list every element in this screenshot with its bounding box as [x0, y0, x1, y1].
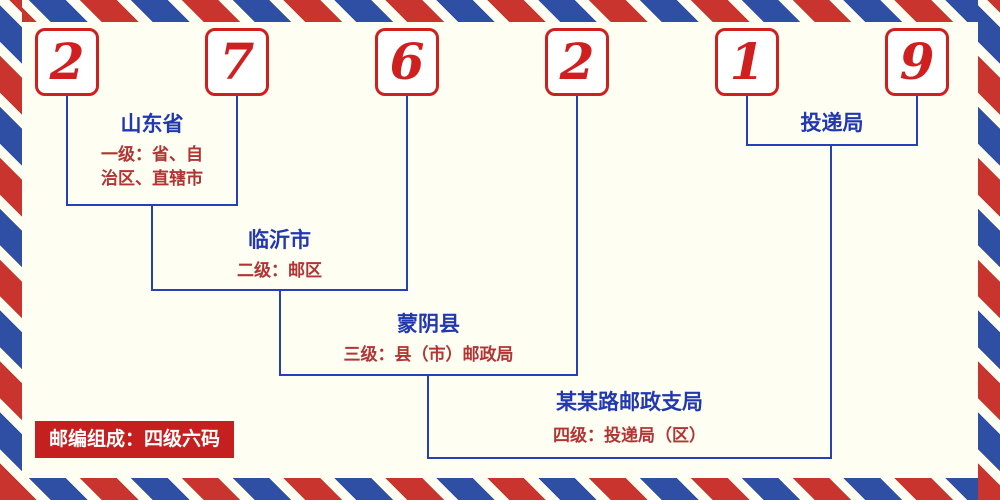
digit-3: 6 — [389, 32, 425, 91]
level-4-label-group: 某某路邮政支局 四级：投递局（区） — [427, 389, 832, 447]
digit-box-5: 1 — [715, 28, 779, 96]
level-3-label-group: 蒙阴县 三级：县（市）邮政局 — [279, 311, 578, 366]
level-1-place-name: 山东省 — [120, 112, 184, 136]
digit-4: 2 — [559, 32, 595, 91]
connector-line — [830, 144, 832, 458]
digit-box-3: 6 — [375, 28, 439, 96]
level-2-label-group: 临沂市 二级：邮区 — [151, 227, 408, 282]
level-4-place-name: 某某路邮政支局 — [556, 390, 703, 414]
connector-line — [576, 96, 578, 375]
digit-box-2: 7 — [205, 28, 269, 96]
digit-5: 1 — [729, 32, 765, 91]
level-3-place-name: 蒙阴县 — [397, 312, 460, 336]
delivery-office-label-group: 投递局 — [746, 110, 918, 137]
digit-6: 9 — [899, 32, 935, 91]
connector-line — [236, 96, 238, 205]
connector-line — [427, 457, 832, 459]
connector-line — [746, 144, 918, 146]
connector-line — [279, 289, 281, 375]
connector-line — [427, 374, 429, 458]
airmail-border-bottom — [0, 478, 1000, 500]
delivery-office-label: 投递局 — [800, 111, 864, 135]
level-1-description-line-2: 治区、直辖市 — [101, 169, 203, 190]
connector-line — [916, 96, 918, 145]
level-1-description-line-1: 一级：省、自 — [101, 145, 203, 166]
level-2-place-name: 临沂市 — [248, 228, 311, 252]
airmail-border-left — [0, 0, 22, 500]
digit-box-6: 9 — [885, 28, 949, 96]
digit-box-1: 2 — [35, 28, 99, 96]
postal-code-composition-badge: 邮编组成：四级六码 — [35, 421, 235, 458]
digit-2: 7 — [219, 32, 255, 91]
connector-line — [746, 96, 748, 145]
level-2-description: 二级：邮区 — [237, 261, 322, 282]
airmail-border-right — [978, 0, 1000, 500]
level-3-description: 三级：县（市）邮政局 — [343, 345, 514, 366]
level-4-description: 四级：投递局（区） — [553, 426, 706, 447]
level-1-label-group: 山东省 一级：省、自 治区、直辖市 — [66, 111, 238, 190]
digit-box-4: 2 — [545, 28, 609, 96]
airmail-border-top — [0, 0, 1000, 22]
connector-line — [151, 204, 153, 290]
connector-line — [66, 96, 68, 205]
digit-1: 2 — [49, 32, 85, 91]
connector-line — [406, 96, 408, 290]
